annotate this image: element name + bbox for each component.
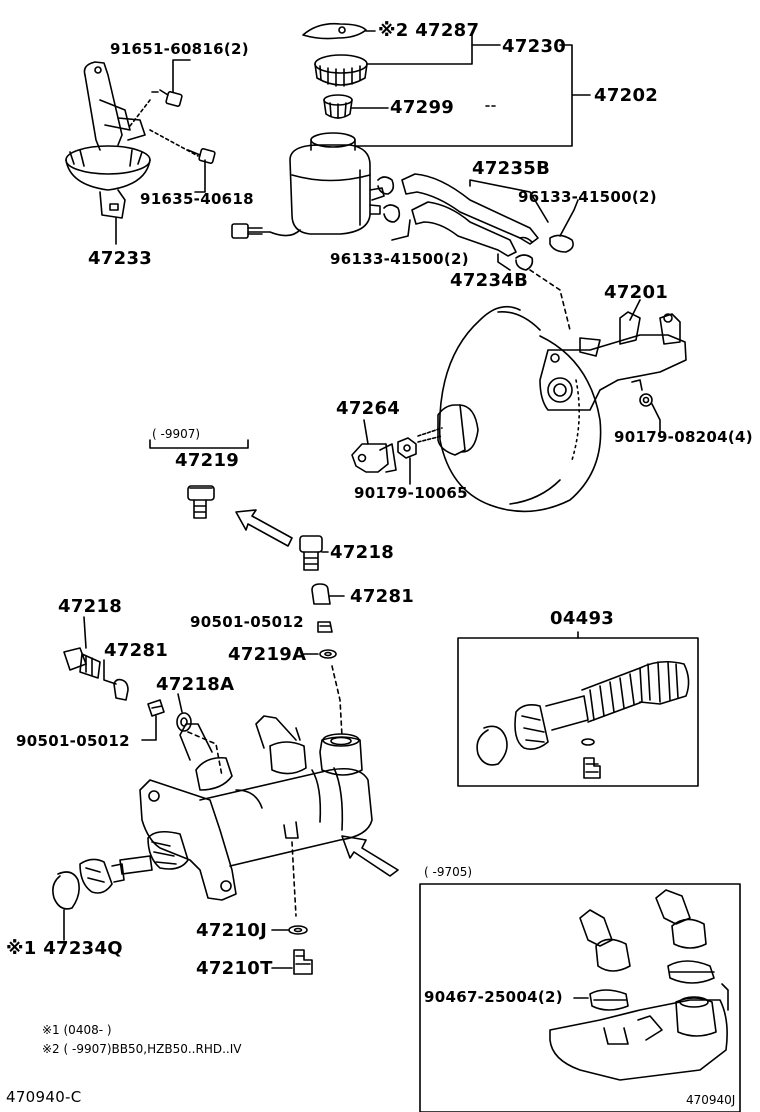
kit-snap-ring [476, 725, 508, 766]
label-91635-40618: 91635-40618 [140, 190, 254, 208]
label-47299: 47299 [390, 97, 455, 118]
label-47235b: 47235B [472, 158, 551, 179]
washer-47210j [288, 925, 308, 935]
label-47230: 47230 [502, 36, 567, 57]
brake-booster [417, 305, 602, 513]
label-90467-25004: 90467-25004(2) [424, 988, 563, 1006]
label-47281-left: 47281 [104, 640, 169, 661]
reservoir-cap-47230 [314, 54, 368, 87]
label-47234q: ※1 47234Q [6, 938, 123, 959]
bolt-90501-top [317, 621, 333, 633]
label-47287: ※2 47287 [378, 20, 480, 41]
label-96133-right: 96133-41500(2) [518, 188, 657, 206]
footnote-1: ※1 (0408- ) [42, 1023, 112, 1037]
brake-reservoir-47202 [231, 132, 385, 239]
diagram-code-left: 470940-C [6, 1088, 82, 1106]
kit-small-parts [581, 738, 601, 779]
label-47202: 47202 [594, 85, 659, 106]
nut-90179-08204 [639, 393, 653, 407]
variant-parts [549, 889, 729, 1081]
label-47233: 47233 [88, 248, 153, 269]
bolt-90501-left [147, 699, 165, 717]
label-96133-left: 96133-41500(2) [330, 250, 469, 268]
plug-47218-top [299, 535, 323, 571]
label-47281-top: 47281 [350, 586, 415, 607]
master-cylinder-47201 [539, 311, 687, 411]
label-91651-60816: 91651-60816(2) [110, 40, 249, 58]
label-47219-range: ( -9907) [152, 427, 201, 441]
label-04493: 04493 [550, 608, 615, 629]
arrow-up-left [235, 509, 293, 547]
label-47218A: 47218A [156, 674, 235, 695]
bleeder-47219 [187, 485, 215, 519]
label-47210t: 47210T [196, 958, 273, 979]
plug-47218-left [63, 647, 101, 679]
label-47210j: 47210J [196, 920, 268, 941]
nut-90179-10065 [397, 437, 417, 459]
variant-box-9705 [419, 883, 741, 1112]
diagram-code-right: 470940J [686, 1093, 736, 1107]
filter-47299 [323, 94, 353, 119]
label-47234b: 47234B [450, 270, 529, 291]
washer-47219a [319, 649, 337, 659]
cap-47281-top [311, 583, 331, 605]
label-90501-left: 90501-05012 [16, 732, 130, 750]
label-47201: 47201 [604, 282, 669, 303]
label-90179-10065: 90179-10065 [354, 484, 468, 502]
clevis-47264 [351, 443, 397, 473]
hose-47234b [411, 201, 517, 257]
label-47264: 47264 [336, 398, 401, 419]
cap-gasket-47287 [302, 22, 367, 40]
cap-47281-left [113, 678, 129, 701]
master-cylinder-body [139, 715, 373, 901]
label-90501-top: 90501-05012 [190, 613, 304, 631]
label-47219a: 47219A [228, 644, 307, 665]
label-9705-range: ( -9705) [424, 865, 473, 879]
bracket-47233 [65, 61, 151, 219]
label-47218-top: 47218 [330, 542, 395, 563]
label-90179-08204: 90179-08204(4) [614, 428, 753, 446]
bolt-91635 [187, 148, 216, 164]
snap-ring-47234q [52, 871, 80, 910]
bolt-47210t [293, 949, 313, 975]
kit-piston [514, 660, 690, 750]
bolt-91651 [151, 89, 183, 107]
footnote-2: ※2 ( -9907)BB50,HZB50..RHD..IV [42, 1042, 242, 1056]
kit-04493-box [457, 637, 699, 787]
label-47219: 47219 [175, 450, 240, 471]
arrow-down-right-to-cylinder [341, 835, 399, 877]
hose-47235b [401, 173, 539, 245]
piston-lower [79, 830, 189, 894]
label-47218-left: 47218 [58, 596, 123, 617]
